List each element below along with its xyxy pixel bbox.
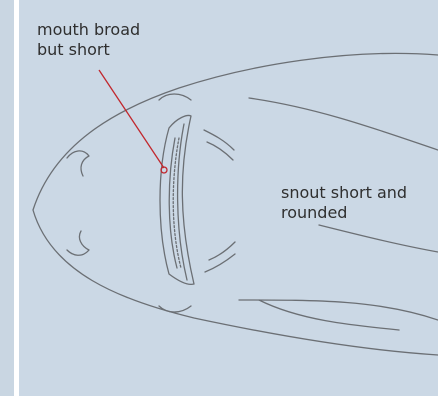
illustration-panel: mouth broad but short snout short and ro… — [19, 0, 438, 396]
upper-eye — [159, 94, 191, 100]
mouth-leader-line — [99, 70, 164, 168]
lower-eye — [159, 306, 191, 312]
left-nostril — [67, 151, 89, 176]
snout-annotation: snout short and rounded — [281, 183, 407, 223]
margin-strip — [0, 0, 14, 396]
right-nostril — [67, 231, 89, 255]
mouth-annotation: mouth broad but short — [37, 20, 140, 60]
